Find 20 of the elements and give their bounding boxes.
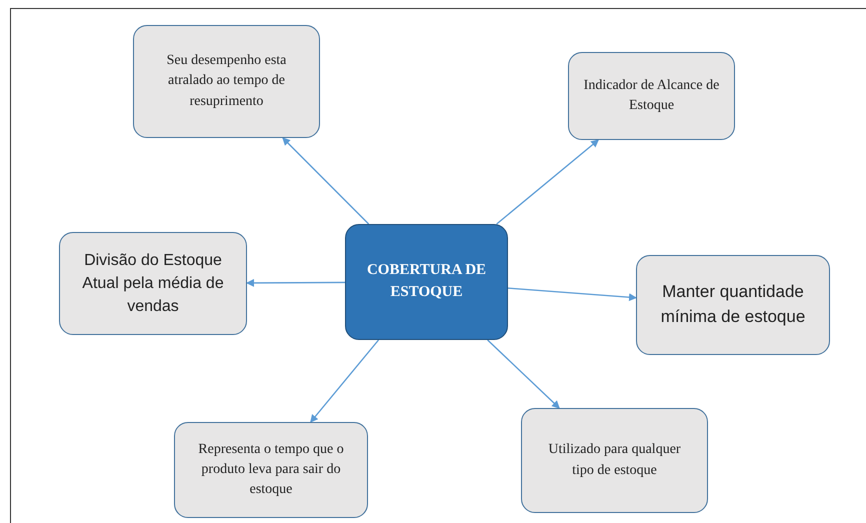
arrow — [310, 340, 380, 423]
box-text: Utilizado para qualquer tipo de estoque — [547, 441, 682, 480]
arrow — [508, 287, 637, 302]
topic-box — [133, 25, 320, 138]
topic-box — [568, 52, 735, 140]
central-topic-box — [345, 224, 508, 340]
arrow — [282, 137, 370, 224]
box-text: Manter quantidade mínima de estoque — [660, 281, 806, 328]
topic-box — [636, 255, 830, 355]
box-text: Indicador de Alcance de Estoque — [583, 76, 720, 115]
arrow — [246, 278, 345, 287]
topic-box — [174, 422, 368, 518]
box-text: COBERTURA DE ESTOQUE — [366, 261, 488, 302]
box-text: Seu desempenho esta atralado ao tempo de resuprimento — [166, 52, 288, 111]
topic-box — [521, 408, 708, 513]
topic-box — [59, 232, 247, 335]
arrow — [487, 340, 560, 409]
box-text: Divisão do Estoque Atual pela média de vendas — [81, 250, 225, 318]
box-text: Representa o tempo que o produto leva para sair do estoque — [197, 440, 345, 500]
arrow — [496, 139, 600, 224]
